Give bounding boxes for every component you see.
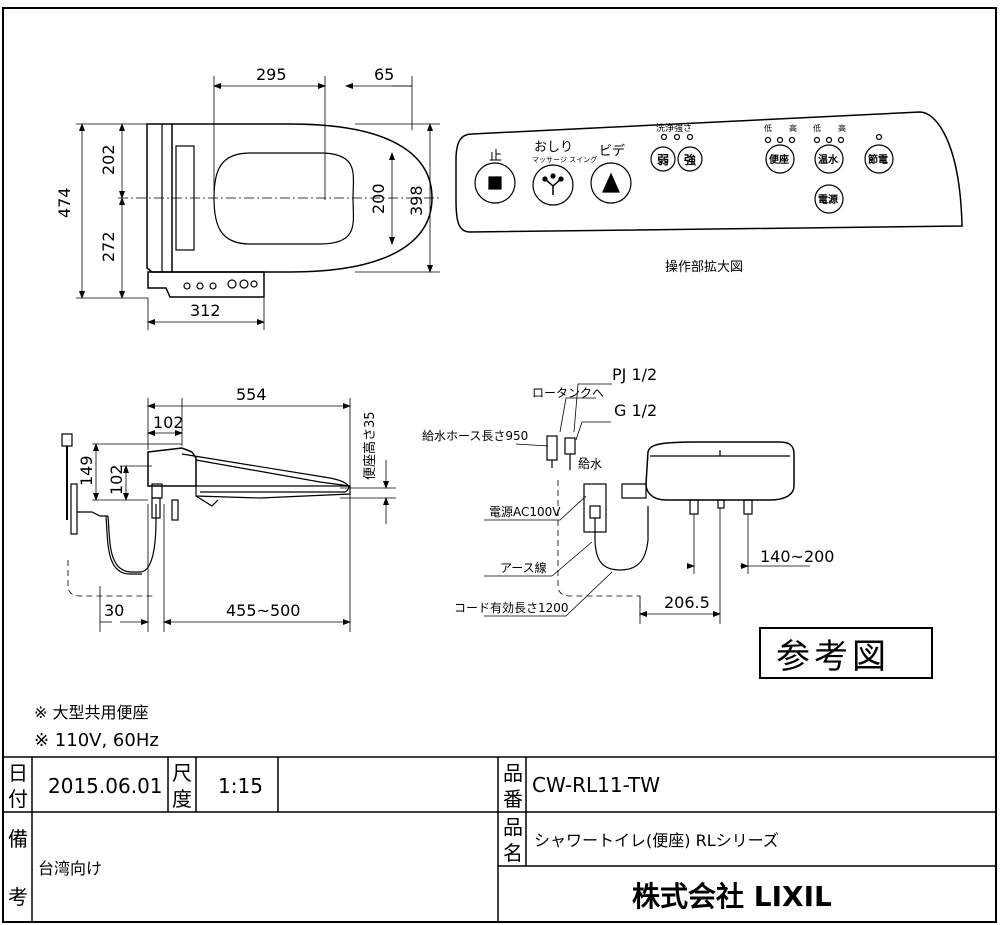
to-tank-label: ロータンクへ	[532, 386, 604, 400]
dim-140-200: 140~200	[760, 547, 834, 566]
cord-label: コード有効長さ1200	[454, 600, 569, 615]
dim-312: 312	[190, 301, 221, 320]
scale-label-2: 度	[172, 787, 192, 811]
pj-label: PJ 1/2	[612, 365, 657, 384]
dim-398: 398	[407, 185, 426, 216]
reference-stamp: 参考図	[776, 637, 890, 677]
control-panel-outline	[455, 111, 963, 233]
remarks-label-1: 備	[8, 827, 28, 851]
hose-label: 給水ホース長さ950	[422, 429, 528, 443]
power-supply-label: 電源AC100V	[489, 505, 561, 519]
massage-label: マッサージ スイング	[532, 155, 597, 164]
water-high-label: 高	[838, 123, 846, 133]
dim-65: 65	[374, 65, 394, 84]
side-view	[61, 398, 396, 632]
water-low-label: 低	[813, 123, 821, 133]
dim-102-v: 102	[107, 464, 126, 495]
panel-caption: 操作部拡大図	[665, 259, 743, 275]
rear-view	[484, 383, 810, 624]
product-no-label-2: 番	[503, 787, 523, 811]
dim-202: 202	[99, 144, 118, 175]
product-name-label-2: 名	[503, 841, 523, 865]
power-label: 電源	[818, 193, 838, 206]
product-name-label-1: 品	[503, 815, 523, 839]
weak-label: 弱	[657, 152, 669, 167]
dim-455-500: 455~500	[226, 601, 300, 620]
product-number: CW-RL11-TW	[532, 773, 660, 797]
strength-title: 洗浄強さ	[656, 122, 692, 134]
dim-272: 272	[99, 231, 118, 262]
eco-label: 節電	[868, 153, 888, 166]
product-no-label-1: 品	[503, 761, 523, 785]
water-label: 温水	[818, 153, 839, 166]
remarks-value: 台湾向け	[38, 859, 102, 878]
dim-206-5: 206.5	[664, 593, 710, 612]
g12-label: G 1/2	[614, 401, 657, 420]
date-label-1: 日	[8, 761, 28, 785]
product-name: シャワートイレ(便座) RLシリーズ	[534, 831, 779, 850]
reference-stamp-box	[759, 627, 933, 679]
dim-554: 554	[236, 385, 267, 404]
note-2: ※ 110V, 60Hz	[34, 730, 159, 751]
top-view	[76, 76, 440, 330]
dim-474: 474	[55, 187, 74, 218]
dim-102-h: 102	[153, 413, 184, 432]
remarks-label-2: 考	[8, 885, 28, 909]
stop-label: 止	[489, 149, 502, 164]
sheet-border	[2, 7, 997, 923]
seat-high-label: 高	[789, 123, 797, 133]
dim-30: 30	[104, 601, 124, 620]
dim-149: 149	[77, 455, 96, 486]
scale-label-1: 尺	[172, 761, 192, 785]
note-1: ※ 大型共用便座	[34, 703, 149, 722]
seat-low-label: 低	[764, 123, 772, 133]
seat-label: 便座	[769, 153, 789, 166]
water-in-label: 給水	[578, 457, 602, 471]
dim-295: 295	[256, 65, 287, 84]
dim-200: 200	[369, 183, 388, 214]
control-panel-buttons	[474, 133, 894, 214]
oshiri-label: おしり	[534, 140, 573, 155]
title-block-grid	[3, 756, 996, 922]
date-label-2: 付	[8, 787, 28, 811]
earth-label: アース線	[500, 560, 547, 575]
scale-value: 1:15	[218, 774, 263, 798]
bidet-label: ビデ	[599, 143, 625, 159]
company-logo: 株式会社 LIXIL	[632, 880, 832, 913]
date-value: 2015.06.01	[48, 774, 163, 798]
strong-label: 強	[684, 152, 696, 167]
seat-height-dim: 便座高さ35	[362, 411, 378, 480]
